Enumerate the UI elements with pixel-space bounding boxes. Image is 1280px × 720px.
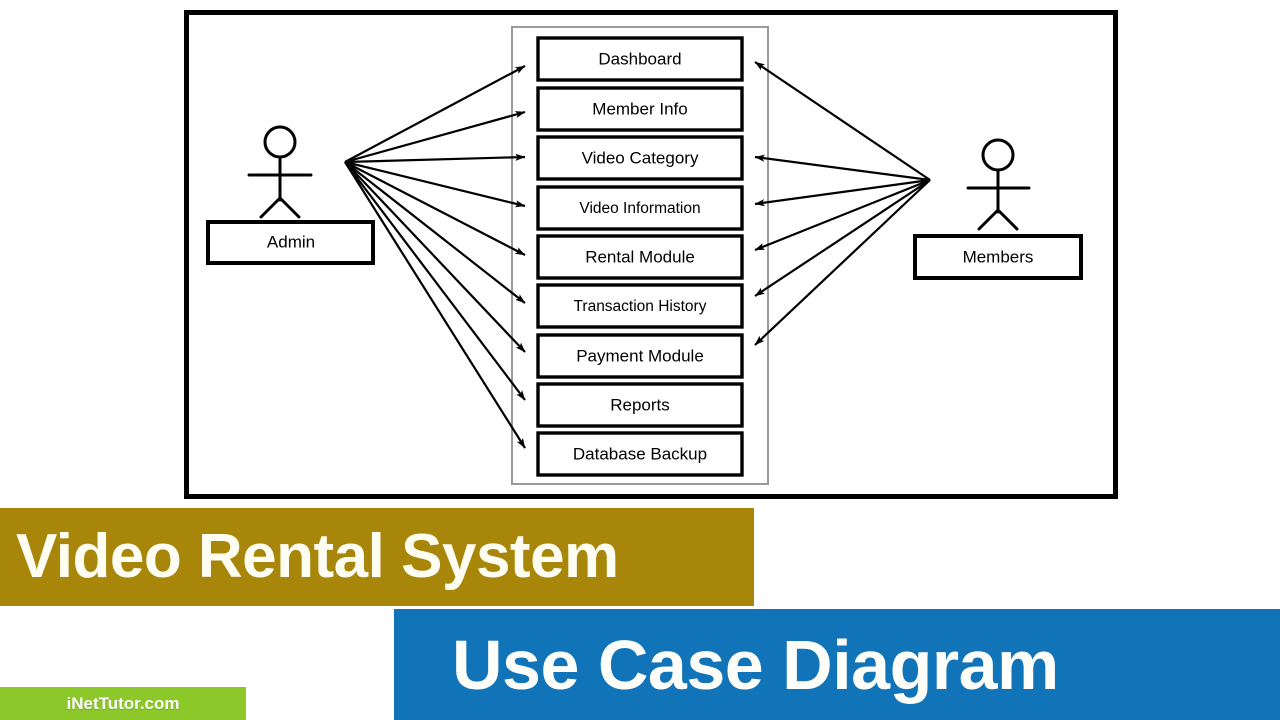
use-case-label: Video Information [579, 200, 700, 217]
assoc-members-dashboard [754, 61, 931, 181]
system-title-text: Video Rental System [16, 522, 619, 591]
use-case-label: Payment Module [576, 346, 704, 365]
use-case-rental-module[interactable]: Rental Module [536, 234, 744, 280]
admin-associations [344, 65, 526, 449]
use-case-database-backup[interactable]: Database Backup [536, 431, 744, 477]
actor-members[interactable]: Members [913, 138, 1083, 280]
assoc-admin-dashboard [344, 65, 526, 163]
use-case-transaction-history[interactable]: Transaction History [536, 283, 744, 329]
assoc-members-video-category [754, 154, 931, 182]
use-case-box [536, 36, 744, 82]
use-case-box [536, 135, 744, 181]
use-case-label: Video Category [582, 148, 699, 167]
stick-figure-icon [247, 125, 313, 219]
actor-label: Admin [267, 232, 315, 251]
system-boundary-box [511, 26, 769, 485]
assoc-members-rental-module [754, 178, 931, 252]
stick-figure-icon [966, 138, 1031, 231]
assoc-admin-rental-module [344, 161, 526, 256]
actor-name-box [913, 234, 1083, 280]
use-case-box [536, 185, 744, 231]
watermark-bar: iNetTutor.com [0, 687, 246, 720]
use-case-payment-module[interactable]: Payment Module [536, 333, 744, 379]
use-case-box [536, 234, 744, 280]
actor-leg-right [996, 208, 1019, 231]
use-case-member-info[interactable]: Member Info [536, 86, 744, 132]
use-case-label: Member Info [592, 99, 687, 118]
assoc-admin-database-backup [344, 161, 526, 449]
assoc-admin-video-information [344, 160, 526, 208]
actor-name-box [206, 220, 375, 265]
assoc-admin-video-category [344, 153, 526, 164]
system-title-banner: Video Rental System [0, 508, 754, 606]
use-case-label: Dashboard [598, 49, 681, 68]
use-case-list: Dashboard Member Info Video Category Vid… [536, 36, 744, 477]
use-case-label: Database Backup [573, 444, 707, 463]
actor-label: Members [963, 247, 1034, 266]
assoc-members-video-information [754, 178, 931, 207]
actor-leg-left [977, 208, 1000, 231]
members-associations [754, 61, 931, 346]
assoc-members-payment-module [754, 179, 931, 346]
actor-leg-left [259, 196, 282, 219]
use-case-box [536, 86, 744, 132]
watermark-text: iNetTutor.com [66, 693, 180, 713]
diagram-svg: Dashboard Member Info Video Category Vid… [184, 10, 1118, 499]
actor-admin[interactable]: Admin [206, 125, 375, 265]
use-case-box [536, 431, 744, 477]
use-case-video-category[interactable]: Video Category [536, 135, 744, 181]
use-case-label: Rental Module [585, 247, 695, 266]
assoc-admin-payment-module [344, 161, 526, 353]
diagram-title-banner: Use Case Diagram [394, 609, 1280, 720]
actor-leg-right [278, 196, 301, 219]
use-case-diagram: Dashboard Member Info Video Category Vid… [184, 10, 1118, 499]
use-case-box [536, 283, 744, 329]
use-case-box [536, 333, 744, 379]
use-case-label: Reports [610, 395, 670, 414]
use-case-label: Transaction History [574, 298, 707, 315]
diagram-title-text: Use Case Diagram [452, 625, 1059, 704]
assoc-members-transaction-history [754, 179, 931, 297]
assoc-admin-member-info [344, 110, 526, 164]
use-case-reports[interactable]: Reports [536, 382, 744, 428]
assoc-admin-transaction-history [344, 161, 526, 304]
use-case-dashboard[interactable]: Dashboard [536, 36, 744, 82]
use-case-video-information[interactable]: Video Information [536, 185, 744, 231]
use-case-box [536, 382, 744, 428]
assoc-admin-reports [344, 161, 526, 401]
